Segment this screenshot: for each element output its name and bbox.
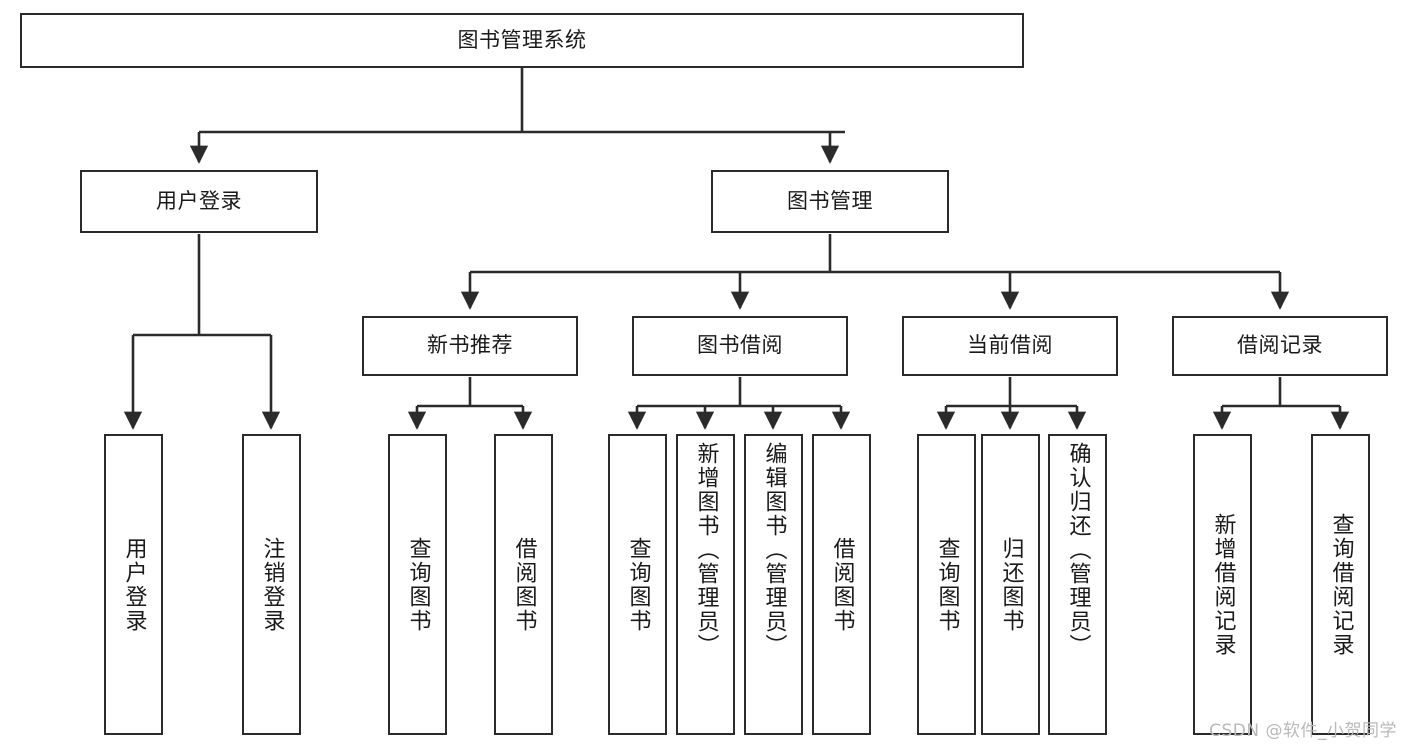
leaf-record-add-record[interactable]: 新增借阅记录 — [1193, 434, 1252, 735]
node-label: 查询图书 — [934, 536, 960, 633]
leaf-recommend-borrow-book[interactable]: 借阅图书 — [494, 434, 553, 735]
node-current-borrow[interactable]: 当前借阅 — [902, 316, 1118, 376]
node-book-borrow[interactable]: 图书借阅 — [632, 316, 848, 376]
node-label: 查询图书 — [625, 536, 651, 633]
node-label: 图书管理系统 — [457, 27, 587, 52]
leaf-borrow-edit-book-admin[interactable]: 编辑图书（管理员） — [744, 434, 803, 735]
node-label: 归还图书 — [998, 536, 1024, 633]
leaf-user-login-login[interactable]: 用户登录 — [104, 434, 163, 735]
node-label: 图书管理 — [787, 188, 873, 213]
node-label: 图书借阅 — [697, 333, 783, 358]
node-label: 新增借阅记录 — [1210, 512, 1236, 657]
node-label: 借阅记录 — [1237, 333, 1323, 358]
node-user-login[interactable]: 用户登录 — [80, 170, 318, 233]
watermark-text: CSDN @软件_小贺同学 — [1209, 721, 1397, 741]
leaf-record-query-record[interactable]: 查询借阅记录 — [1311, 434, 1370, 735]
leaf-current-return-book[interactable]: 归还图书 — [981, 434, 1040, 735]
leaf-current-confirm-return-admin[interactable]: 确认归还（管理员） — [1048, 434, 1107, 735]
node-label: 用户登录 — [121, 536, 147, 633]
node-label: 编辑图书（管理员） — [761, 442, 787, 658]
node-label: 注销登录 — [259, 536, 285, 633]
node-label: 当前借阅 — [967, 333, 1053, 358]
node-label: 确认归还（管理员） — [1065, 442, 1091, 658]
leaf-recommend-query-book[interactable]: 查询图书 — [388, 434, 447, 735]
node-label: 新书推荐 — [427, 333, 513, 358]
node-label: 新增图书（管理员） — [693, 442, 719, 658]
node-label: 借阅图书 — [511, 536, 537, 633]
leaf-borrow-add-book-admin[interactable]: 新增图书（管理员） — [676, 434, 735, 735]
node-label: 借阅图书 — [829, 536, 855, 633]
leaf-current-query-book[interactable]: 查询图书 — [917, 434, 976, 735]
leaf-borrow-borrow-book[interactable]: 借阅图书 — [812, 434, 871, 735]
node-book-management[interactable]: 图书管理 — [711, 170, 949, 233]
leaf-borrow-query-book[interactable]: 查询图书 — [608, 434, 667, 735]
node-label: 用户登录 — [156, 188, 242, 213]
node-label: 查询图书 — [405, 536, 431, 633]
node-new-book-recommend[interactable]: 新书推荐 — [362, 316, 578, 376]
node-borrow-record[interactable]: 借阅记录 — [1172, 316, 1388, 376]
leaf-user-login-logout[interactable]: 注销登录 — [242, 434, 301, 735]
node-label: 查询借阅记录 — [1328, 512, 1354, 657]
node-root-system[interactable]: 图书管理系统 — [20, 13, 1024, 68]
